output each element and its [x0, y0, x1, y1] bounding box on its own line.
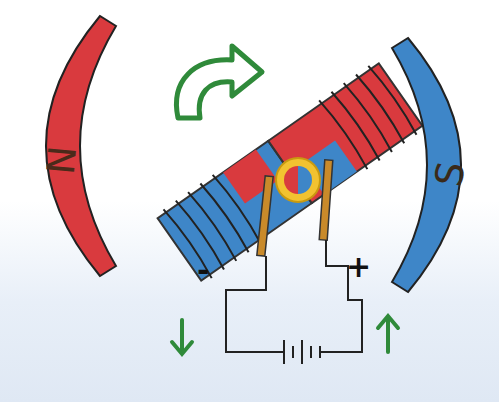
armature: [155, 60, 424, 284]
magnet-pole: N: [12, 10, 112, 282]
brush: [319, 160, 333, 240]
rotation-arrow: [177, 46, 262, 118]
commutator-half: [298, 166, 312, 194]
commutator: [276, 158, 320, 202]
polarity-sign: -: [197, 256, 209, 286]
pole-letter: N: [37, 144, 83, 176]
polarity-sign: +: [346, 252, 371, 282]
current-arrow: [172, 316, 398, 354]
commutator-half: [284, 166, 298, 194]
magnet-pole: S: [392, 34, 492, 296]
circuit-wire: [226, 240, 362, 352]
brush: [257, 176, 273, 256]
battery-symbol: [284, 340, 320, 364]
